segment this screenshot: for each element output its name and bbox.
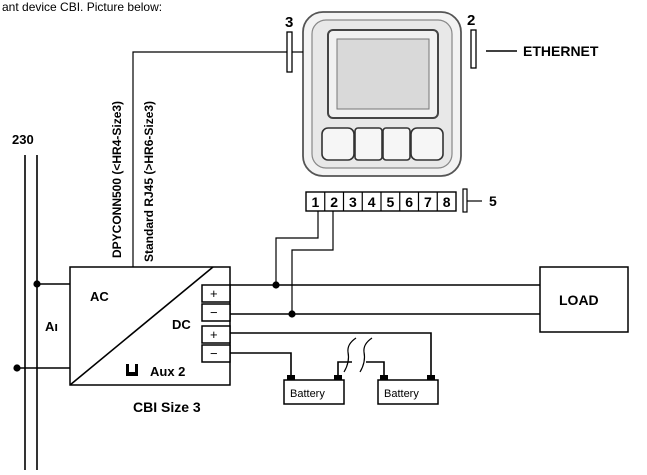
dc-terminals: + − + − — [201, 284, 231, 363]
terminal-block-ref-label: 5 — [489, 193, 497, 209]
display-device — [302, 11, 462, 177]
battery-2-label: Battery — [384, 388, 419, 400]
aux-label: Aux 2 — [150, 364, 185, 379]
terminal-1: 1 — [311, 194, 319, 210]
rail-node-positive — [272, 281, 280, 289]
dc-terminal-minus-2: − — [210, 346, 218, 361]
break-mark-2 — [359, 337, 373, 373]
display-button-3 — [382, 127, 411, 161]
dc-terminal-minus-1: − — [210, 305, 218, 320]
aux-cable — [132, 51, 287, 368]
connector-label-rj45: Standard RJ45 (>HR6-Size3) — [142, 101, 156, 262]
load-label: LOAD — [559, 292, 599, 308]
port-3-label: 3 — [285, 14, 293, 31]
terminal-8: 8 — [443, 194, 451, 210]
load-box — [539, 266, 629, 333]
ac-label: AC — [90, 289, 109, 304]
mains-node-top — [33, 280, 41, 288]
battery-link-right — [366, 361, 385, 378]
battery-wire-positive — [230, 332, 432, 378]
ethernet-label: ETHERNET — [523, 43, 599, 59]
battery-1-label: Battery — [290, 388, 325, 400]
battery-link-left — [337, 361, 352, 378]
terminal-2-wire — [291, 211, 334, 314]
terminal-7: 7 — [424, 194, 432, 210]
terminal-4: 4 — [368, 194, 376, 210]
display-button-1 — [321, 127, 355, 161]
dc-label: DC — [172, 317, 191, 332]
display-buttons — [321, 127, 444, 161]
terminal-3: 3 — [349, 194, 357, 210]
break-mark-1 — [343, 337, 357, 373]
port-2-marker — [470, 29, 477, 69]
port-2-label: 2 — [467, 12, 475, 29]
mains-node-bottom — [13, 364, 21, 372]
port-3-marker — [286, 31, 293, 73]
battery-wire-negative — [230, 352, 292, 378]
terminal-6: 6 — [405, 194, 413, 210]
rail-node-negative — [288, 310, 296, 318]
cbi-caption: CBI Size 3 — [133, 399, 201, 415]
mains-voltage-label: 230 — [12, 132, 34, 147]
terminal-5: 5 — [386, 194, 394, 210]
header-text: ant device CBI. Picture below: — [2, 0, 162, 14]
ac-left-label: Aı — [45, 319, 58, 334]
connector-label-dpyconn: DPYCONN500 (<HR4-Size3) — [110, 101, 124, 258]
display-button-4 — [410, 127, 444, 161]
battery-1: Battery — [283, 375, 345, 405]
terminal-block-marker — [462, 188, 468, 213]
display-button-2 — [354, 127, 383, 161]
dc-terminal-plus-1: + — [210, 286, 218, 301]
terminal-2: 2 — [330, 194, 338, 210]
terminal-1-wire — [275, 211, 319, 285]
battery-2: Battery — [377, 375, 439, 405]
dc-terminal-plus-2: + — [210, 327, 218, 342]
